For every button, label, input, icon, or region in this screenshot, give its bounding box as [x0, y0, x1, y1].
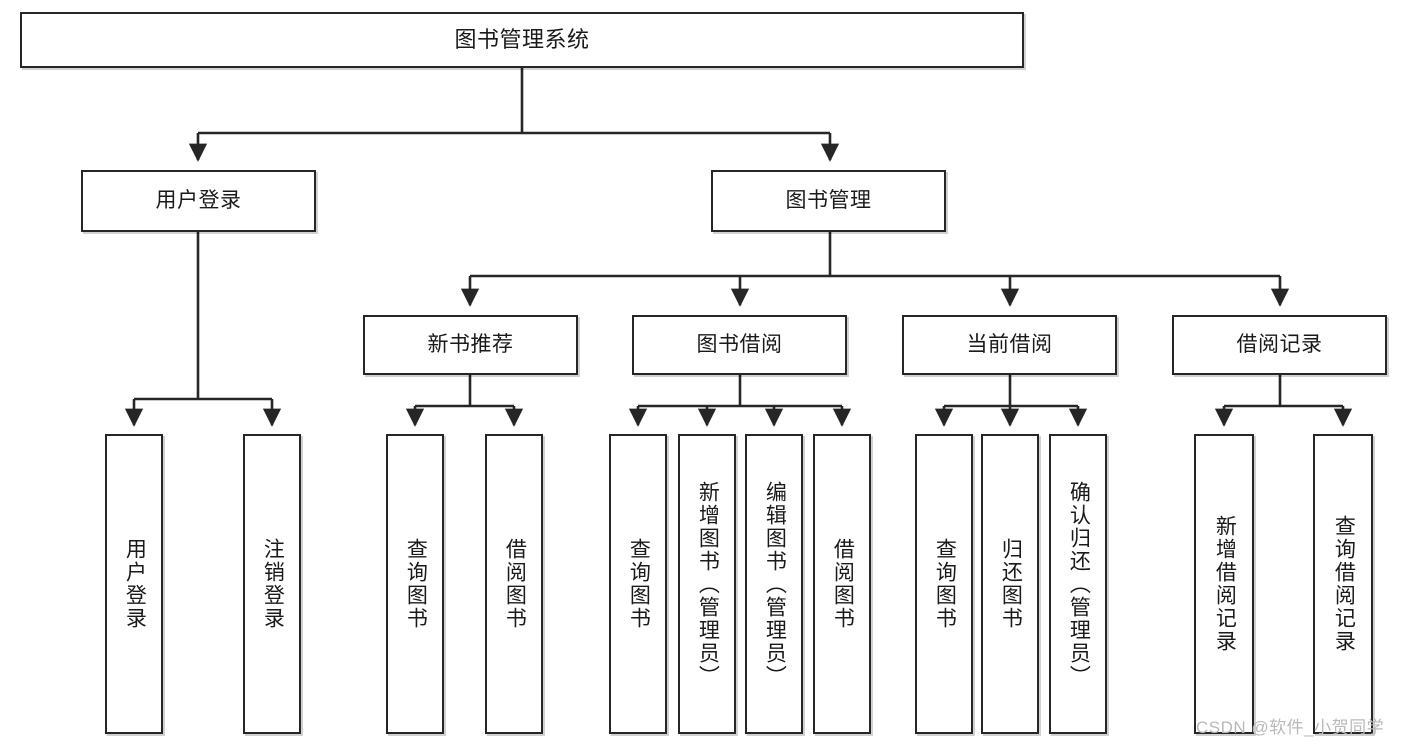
node-leaf-confirm-return-label: 确认归还（管理员）: [1067, 480, 1091, 688]
node-leaf-query-book-2[interactable]: 查询图书: [609, 434, 667, 734]
node-leaf-borrow-book-1-label: 借阅图书: [503, 538, 527, 630]
node-new-book-recommend[interactable]: 新书推荐: [363, 315, 578, 375]
node-leaf-borrow-book-1[interactable]: 借阅图书: [485, 434, 543, 734]
node-leaf-user-login-label: 用户登录: [123, 538, 147, 630]
node-leaf-query-book-1-label: 查询图书: [404, 538, 428, 630]
node-leaf-user-login[interactable]: 用户登录: [105, 434, 163, 734]
node-root-label: 图书管理系统: [454, 27, 590, 53]
node-leaf-edit-book[interactable]: 编辑图书（管理员）: [745, 434, 803, 734]
node-user-login-label: 用户登录: [155, 188, 242, 212]
node-leaf-add-record-label: 新增借阅记录: [1213, 515, 1237, 653]
node-current-borrow[interactable]: 当前借阅: [902, 315, 1117, 375]
node-book-manage[interactable]: 图书管理: [711, 170, 946, 232]
node-borrow-record[interactable]: 借阅记录: [1172, 315, 1387, 375]
node-borrow-record-label: 借阅记录: [1236, 332, 1323, 356]
node-leaf-logout-label: 注销登录: [261, 538, 285, 630]
node-leaf-edit-book-label: 编辑图书（管理员）: [763, 480, 787, 688]
node-current-borrow-label: 当前借阅: [966, 332, 1053, 356]
node-leaf-logout[interactable]: 注销登录: [243, 434, 301, 734]
node-leaf-add-record[interactable]: 新增借阅记录: [1194, 434, 1254, 734]
node-book-manage-label: 图书管理: [785, 188, 872, 212]
node-leaf-borrow-book-2-label: 借阅图书: [831, 538, 855, 630]
node-leaf-query-record-label: 查询借阅记录: [1332, 515, 1356, 653]
node-leaf-add-book[interactable]: 新增图书（管理员）: [678, 434, 736, 734]
node-leaf-return-book-label: 归还图书: [999, 538, 1023, 630]
node-book-borrow-label: 图书借阅: [696, 332, 783, 356]
node-user-login[interactable]: 用户登录: [81, 170, 316, 232]
csdn-watermark: CSDN @软件_小贺同学: [1196, 718, 1385, 737]
node-new-book-recommend-label: 新书推荐: [427, 332, 514, 356]
node-leaf-borrow-book-2[interactable]: 借阅图书: [813, 434, 871, 734]
node-book-borrow[interactable]: 图书借阅: [632, 315, 847, 375]
node-leaf-confirm-return[interactable]: 确认归还（管理员）: [1049, 434, 1107, 734]
node-leaf-query-record[interactable]: 查询借阅记录: [1313, 434, 1373, 734]
node-leaf-add-book-label: 新增图书（管理员）: [696, 480, 720, 688]
node-leaf-query-book-3[interactable]: 查询图书: [915, 434, 973, 734]
node-root[interactable]: 图书管理系统: [20, 12, 1024, 68]
node-leaf-query-book-1[interactable]: 查询图书: [386, 434, 444, 734]
node-leaf-query-book-2-label: 查询图书: [627, 538, 651, 630]
node-leaf-query-book-3-label: 查询图书: [933, 538, 957, 630]
node-leaf-return-book[interactable]: 归还图书: [981, 434, 1039, 734]
